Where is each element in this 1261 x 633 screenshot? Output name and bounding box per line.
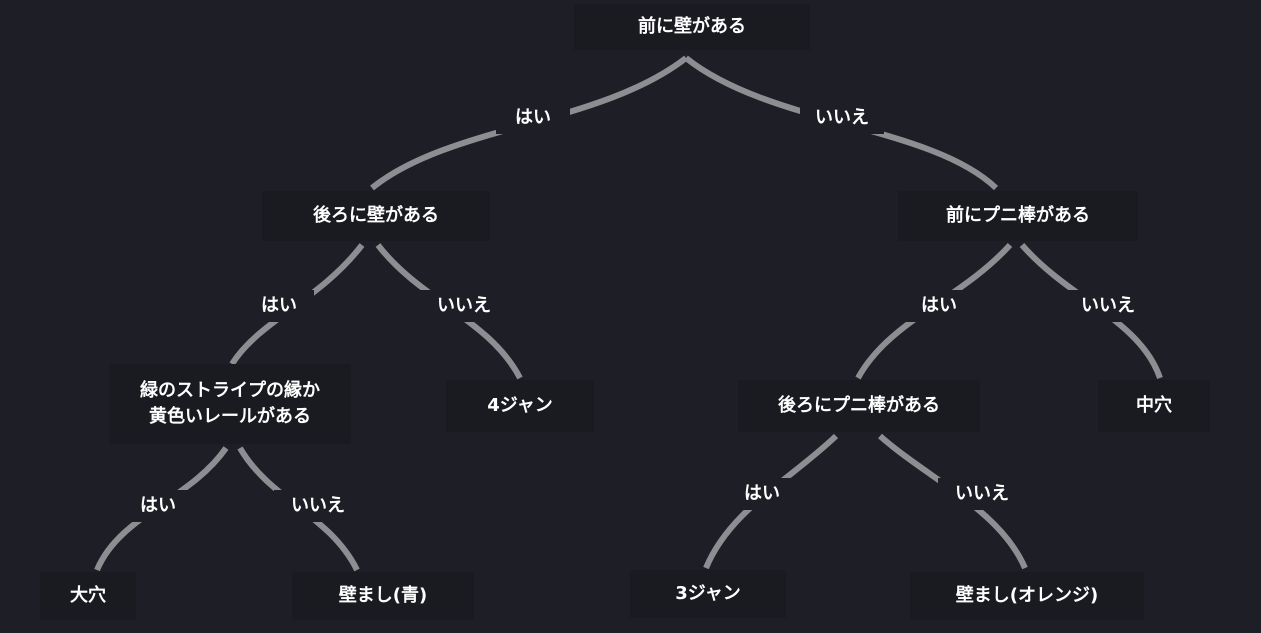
edge-label-left-no-text: いいえ	[437, 295, 491, 316]
edge-label-leftleft-no: いいえ	[274, 490, 362, 522]
edge-label-leftleft-yes: はい	[122, 490, 194, 522]
node-leaf-2: 壁まし(青)	[292, 572, 474, 620]
edge-label-left-no: いいえ	[420, 290, 508, 322]
edge-label-root-yes: はい	[496, 102, 570, 134]
node-right: 前にプニ棒がある	[898, 191, 1138, 241]
node-left-left-label-line-2: 黄色いレールがある	[149, 406, 311, 427]
node-leaf-3-label: 3ジャン	[675, 583, 741, 604]
edge-label-rightleft-yes: はい	[726, 478, 798, 510]
node-left: 後ろに壁がある	[262, 191, 490, 241]
node-right-left: 後ろにプニ棒がある	[738, 380, 980, 432]
edge-label-right-yes-text: はい	[921, 295, 957, 316]
node-right-left-label: 後ろにプニ棒がある	[778, 395, 940, 416]
edge-label-right-no-text: いいえ	[1081, 295, 1135, 316]
node-left-left-label-line-1: 緑のストライプの縁か	[140, 380, 320, 401]
edge-label-rightleft-no-text: いいえ	[955, 483, 1009, 504]
node-right-label: 前にプニ棒がある	[946, 205, 1090, 226]
node-leaf-1: 大穴	[40, 572, 136, 620]
edge-label-rightleft-no: いいえ	[938, 478, 1026, 510]
edge-label-root-no: いいえ	[800, 102, 884, 134]
node-left-left: 緑のストライプの縁か 黄色いレールがある	[109, 364, 351, 444]
edge-label-root-no-text: いいえ	[815, 107, 869, 128]
edge-label-right-no: いいえ	[1064, 290, 1152, 322]
edge-label-rightleft-yes-text: はい	[744, 483, 780, 504]
node-leaf-1-label: 大穴	[70, 585, 106, 606]
edge-label-leftleft-yes-text: はい	[140, 495, 176, 516]
node-left-right: 4ジャン	[446, 380, 594, 432]
edge-label-right-yes: はい	[904, 290, 974, 322]
node-root-label: 前に壁がある	[638, 16, 746, 37]
edge-label-left-yes: はい	[244, 290, 314, 322]
edge-label-root-yes-text: はい	[515, 107, 551, 128]
node-right-right: 中穴	[1098, 380, 1210, 432]
node-root: 前に壁がある	[574, 4, 810, 50]
node-leaf-3: 3ジャン	[630, 570, 786, 618]
node-left-right-label: 4ジャン	[487, 395, 553, 416]
node-left-label: 後ろに壁がある	[313, 205, 439, 226]
edge-label-left-yes-text: はい	[261, 295, 297, 316]
node-leaf-2-label: 壁まし(青)	[338, 585, 428, 606]
node-leaf-4: 壁まし(オレンジ)	[910, 572, 1144, 620]
node-leaf-4-label: 壁まし(オレンジ)	[955, 585, 1099, 606]
edge-label-leftleft-no-text: いいえ	[291, 495, 345, 516]
node-right-right-label: 中穴	[1136, 395, 1172, 416]
